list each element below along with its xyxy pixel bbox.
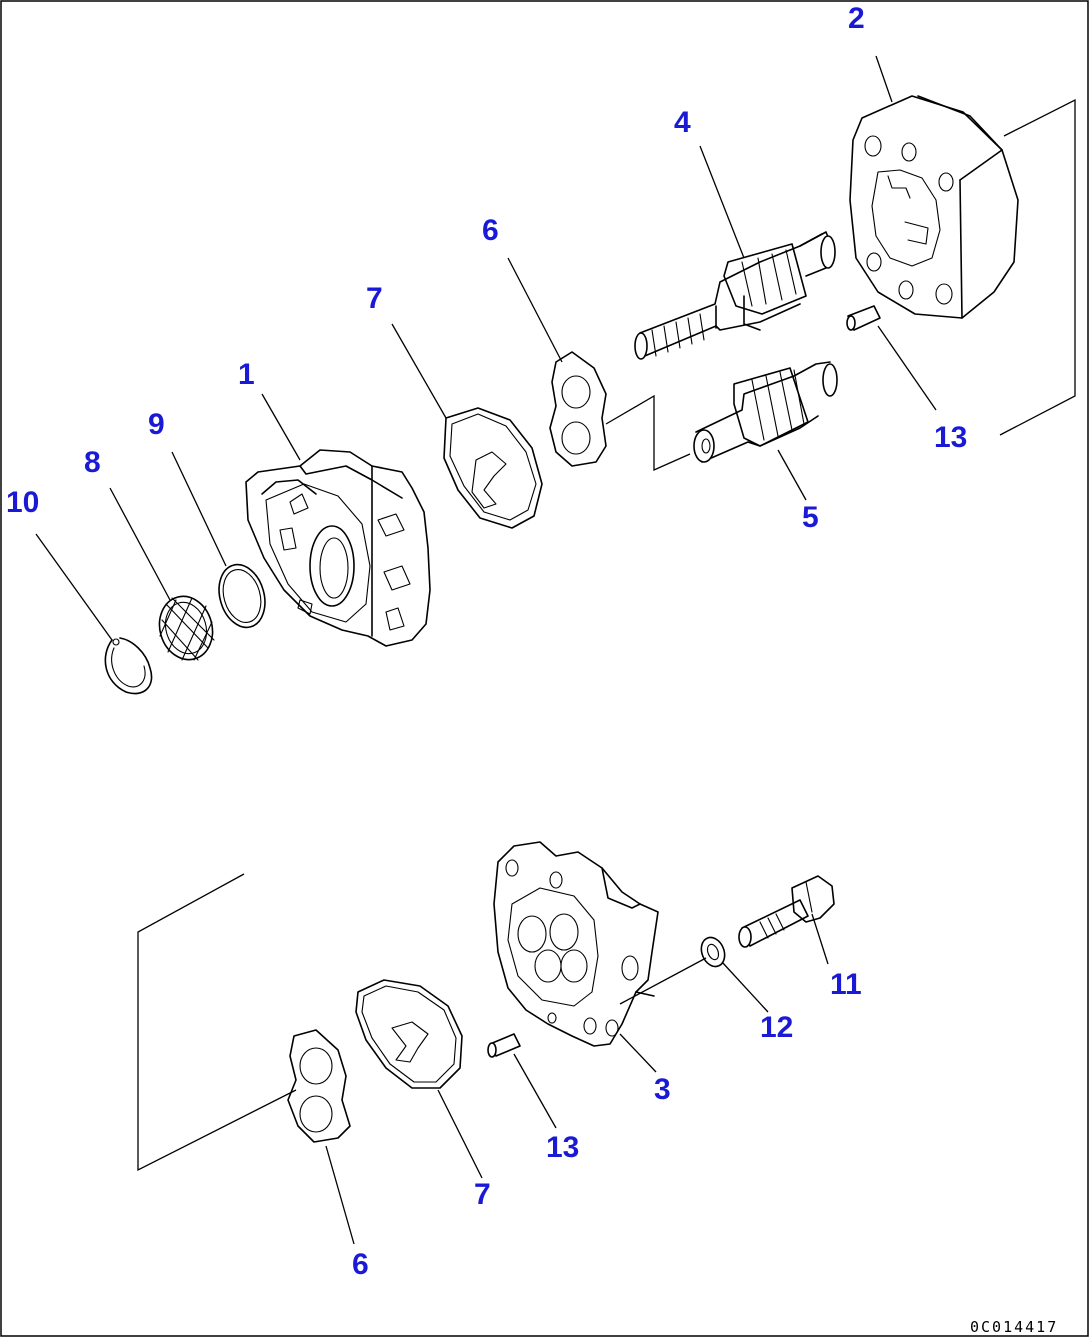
callout-7-lower: 7 xyxy=(474,1178,491,1211)
part-1-body xyxy=(245,449,431,647)
callout-2: 2 xyxy=(848,2,865,35)
part-7-seal-upper xyxy=(443,407,543,529)
part-10-snap-ring xyxy=(104,637,153,695)
callout-1: 1 xyxy=(238,358,255,391)
part-6-plate-lower xyxy=(287,1029,351,1143)
callout-13-lower: 13 xyxy=(546,1131,579,1164)
callout-9: 9 xyxy=(148,408,165,441)
part-5-driven-gear xyxy=(605,361,838,472)
callout-6-lower: 6 xyxy=(352,1248,369,1281)
alignment-lines-lower xyxy=(137,873,707,1172)
part-7-seal-lower xyxy=(355,979,463,1089)
leader-lines xyxy=(35,55,937,1245)
callout-4: 4 xyxy=(674,106,691,139)
part-13-dowel-pin-upper xyxy=(846,305,881,331)
callout-13-upper: 13 xyxy=(934,421,967,454)
part-6-plate-upper xyxy=(549,351,607,467)
part-8-bearing xyxy=(158,595,215,661)
callout-11: 11 xyxy=(830,968,862,1001)
callout-labels: 2 4 6 7 1 9 8 10 13 5 11 12 3 13 7 6 xyxy=(6,2,967,1281)
callout-7-upper: 7 xyxy=(366,282,383,315)
callout-3: 3 xyxy=(654,1073,671,1106)
callout-12: 12 xyxy=(760,1011,793,1044)
part-4-drive-shaft xyxy=(634,231,836,360)
part-3-cover xyxy=(493,841,659,1047)
part-9-washer xyxy=(218,563,266,629)
callout-10: 10 xyxy=(6,486,39,519)
part-2-gear-case xyxy=(849,95,1076,436)
part-11-bolt xyxy=(738,875,835,948)
callout-6-upper: 6 xyxy=(482,214,499,247)
part-12-washer xyxy=(700,936,726,968)
callout-5: 5 xyxy=(802,501,819,534)
drawing-code: 0C014417 xyxy=(970,1318,1058,1336)
part-13-dowel-pin-lower xyxy=(487,1012,557,1058)
callout-8: 8 xyxy=(84,446,101,479)
